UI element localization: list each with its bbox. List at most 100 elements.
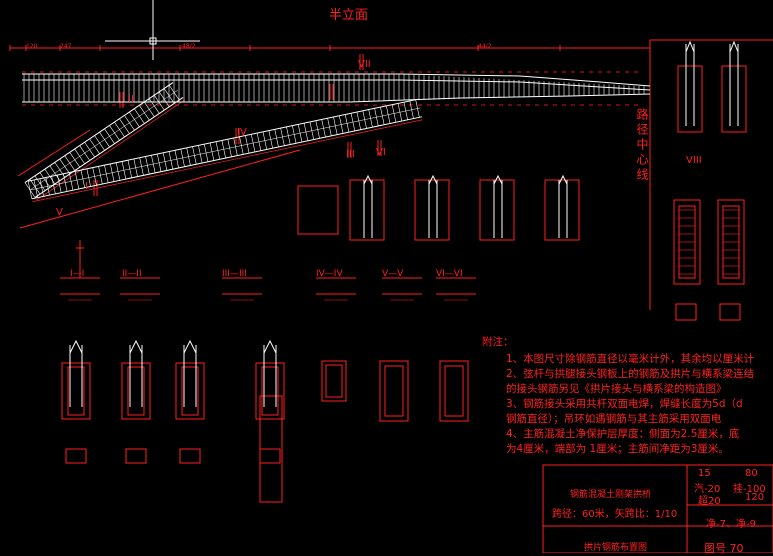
arch-leg-short-stirrup [119, 118, 130, 134]
note-line-1: 1、本图尺寸除钢筋直径以毫米计外，其余均以厘米计 [506, 353, 755, 365]
note-line-4: 3、钢筋接头采用共杆双面电焊，焊缝长度为5d（d [506, 398, 743, 410]
section-label-2: II—II [122, 269, 142, 279]
arch-leg-main-stirrup [350, 113, 356, 131]
arch-leg-main-stirrup [321, 119, 326, 138]
right-hook [685, 40, 695, 53]
drawing-whitework [22, 0, 739, 407]
leg-dim-2 [17, 129, 91, 177]
arch-leg-main-stirrup [286, 126, 291, 145]
box-section-1-core [325, 364, 343, 398]
arch-leg-main-stirrup [221, 140, 226, 159]
arch-leg-main-stirrup [297, 124, 303, 143]
arch-leg-short-stirrup [34, 175, 46, 191]
arch-leg-short-stirrup [39, 172, 51, 188]
section-hook [69, 339, 83, 354]
arch-leg-main-stirrup [262, 131, 268, 150]
arch-leg-main-stirrup [180, 149, 185, 167]
right-section [677, 65, 703, 133]
right-tag [675, 303, 697, 321]
arch-leg-main-stirrup [303, 123, 309, 141]
arch-leg-main-stirrup [68, 172, 74, 191]
arch-leg-short-stirrup [44, 168, 56, 185]
mid-section-hook [558, 174, 568, 185]
mid-section-small [297, 185, 339, 235]
section-tag [179, 448, 201, 464]
arch-leg-main-stirrup [274, 129, 279, 148]
tb-width: 净-7、净-9 [706, 519, 756, 530]
arch-leg-short-stirrup [139, 105, 150, 121]
arch-leg-short-stirrup [59, 158, 71, 175]
arch-leg-main-stirrup [239, 136, 244, 155]
arch-leg-main-stirrup [315, 120, 320, 139]
arch-leg-short-stirrup [153, 95, 165, 111]
arch-leg-main-stirrup [309, 121, 314, 140]
section-label-5: V—V [382, 269, 404, 279]
section-tag [125, 448, 147, 464]
section-body [255, 362, 285, 420]
arch-leg-short-stirrup [124, 115, 135, 131]
mid-section-hook [363, 174, 373, 185]
tb-load-1a: 15 [698, 468, 711, 479]
mid-section-hook [493, 174, 503, 185]
arch-leg-main-stirrup [63, 173, 68, 192]
tb-span: 跨径：60米，矢跨比：1/10 [552, 509, 678, 520]
arch-leg-main-stirrup [380, 107, 385, 125]
section-mark-3: III [346, 149, 355, 160]
top-chord-lower [22, 93, 651, 103]
tb-load-3b: 120 [745, 492, 765, 503]
arch-leg-main-stirrup [327, 118, 332, 136]
section-body [175, 362, 205, 420]
right-tall-section [673, 199, 701, 285]
arch-leg-main-stirrup [198, 145, 203, 164]
section-hook [183, 339, 197, 354]
arch-leg-short-stirrup [69, 152, 81, 168]
box-section-2-core [384, 365, 404, 417]
arch-leg-short-stirrup [134, 108, 145, 124]
arch-leg-main-stirrup [403, 102, 408, 120]
title-block-frame [542, 464, 773, 553]
note-line-6: 4、主筋混凝土净保护层厚度：侧面为2.5厘米，底 [506, 428, 740, 440]
arch-leg-main-stirrup [245, 135, 250, 154]
arch-leg-short-stirrup [79, 145, 90, 161]
box-section-1 [321, 360, 347, 402]
note-line-5: 钢筋直径）；吊环如遇钢筋与其主筋采用双面电 [506, 413, 722, 425]
notes-block: 附注： 1、本图尺寸除钢筋直径以毫米计外，其余均以厘米计 2、弦杆与拱腿接头钢板… [482, 335, 773, 457]
tb-sheet: 图号 70 [704, 542, 744, 555]
arch-leg-main-stirrup [204, 144, 209, 162]
arch-leg-short-stirrup [149, 98, 160, 114]
mid-section-hook [428, 174, 438, 185]
arch-leg-main-stirrup [139, 157, 144, 176]
arch-leg-main-stirrup [333, 116, 338, 135]
right-tag [719, 303, 741, 321]
section-mark-1: I [85, 181, 88, 192]
arch-leg-main-stirrup [110, 163, 115, 182]
section-label-3: III—III [222, 269, 247, 279]
arch-leg-main-stirrup [227, 139, 232, 157]
arch-leg-main-stirrup [268, 130, 273, 149]
arch-leg-main-stirrup [344, 114, 350, 133]
arch-leg-main-stirrup [145, 156, 150, 175]
arch-leg-main-stirrup [45, 177, 50, 196]
arch-leg-short-stirrup [84, 142, 95, 158]
box-section-3 [439, 360, 469, 422]
section-mark-6: VI [376, 147, 386, 158]
arch-leg-short-stirrup [114, 121, 125, 138]
note-line-2: 2、弦杆与拱腿接头钢板上的钢筋及拱片与横系梁连结 [506, 368, 755, 380]
section-label-6: VI—VI [436, 269, 463, 279]
drawing-linework [9, 39, 773, 553]
centerline-label: 路径中心线 [635, 108, 649, 183]
arch-leg-main-stirrup [80, 170, 85, 188]
tb-project: 钢筋混凝土刚架拱桥 [570, 490, 652, 500]
arch-leg-main-stirrup [209, 142, 215, 161]
section-tall [259, 395, 283, 503]
section-core [67, 366, 85, 416]
arch-leg-short-stirrup [49, 165, 61, 181]
right-tall-section [717, 199, 745, 285]
section-label-4: IV—IV [316, 269, 343, 279]
arch-leg-short-stirrup [94, 135, 105, 151]
dim-top-3: 48/2 [182, 43, 196, 50]
right-section [721, 65, 747, 133]
drawing-title: 半立面 [329, 8, 369, 23]
box-section-2 [379, 360, 409, 422]
